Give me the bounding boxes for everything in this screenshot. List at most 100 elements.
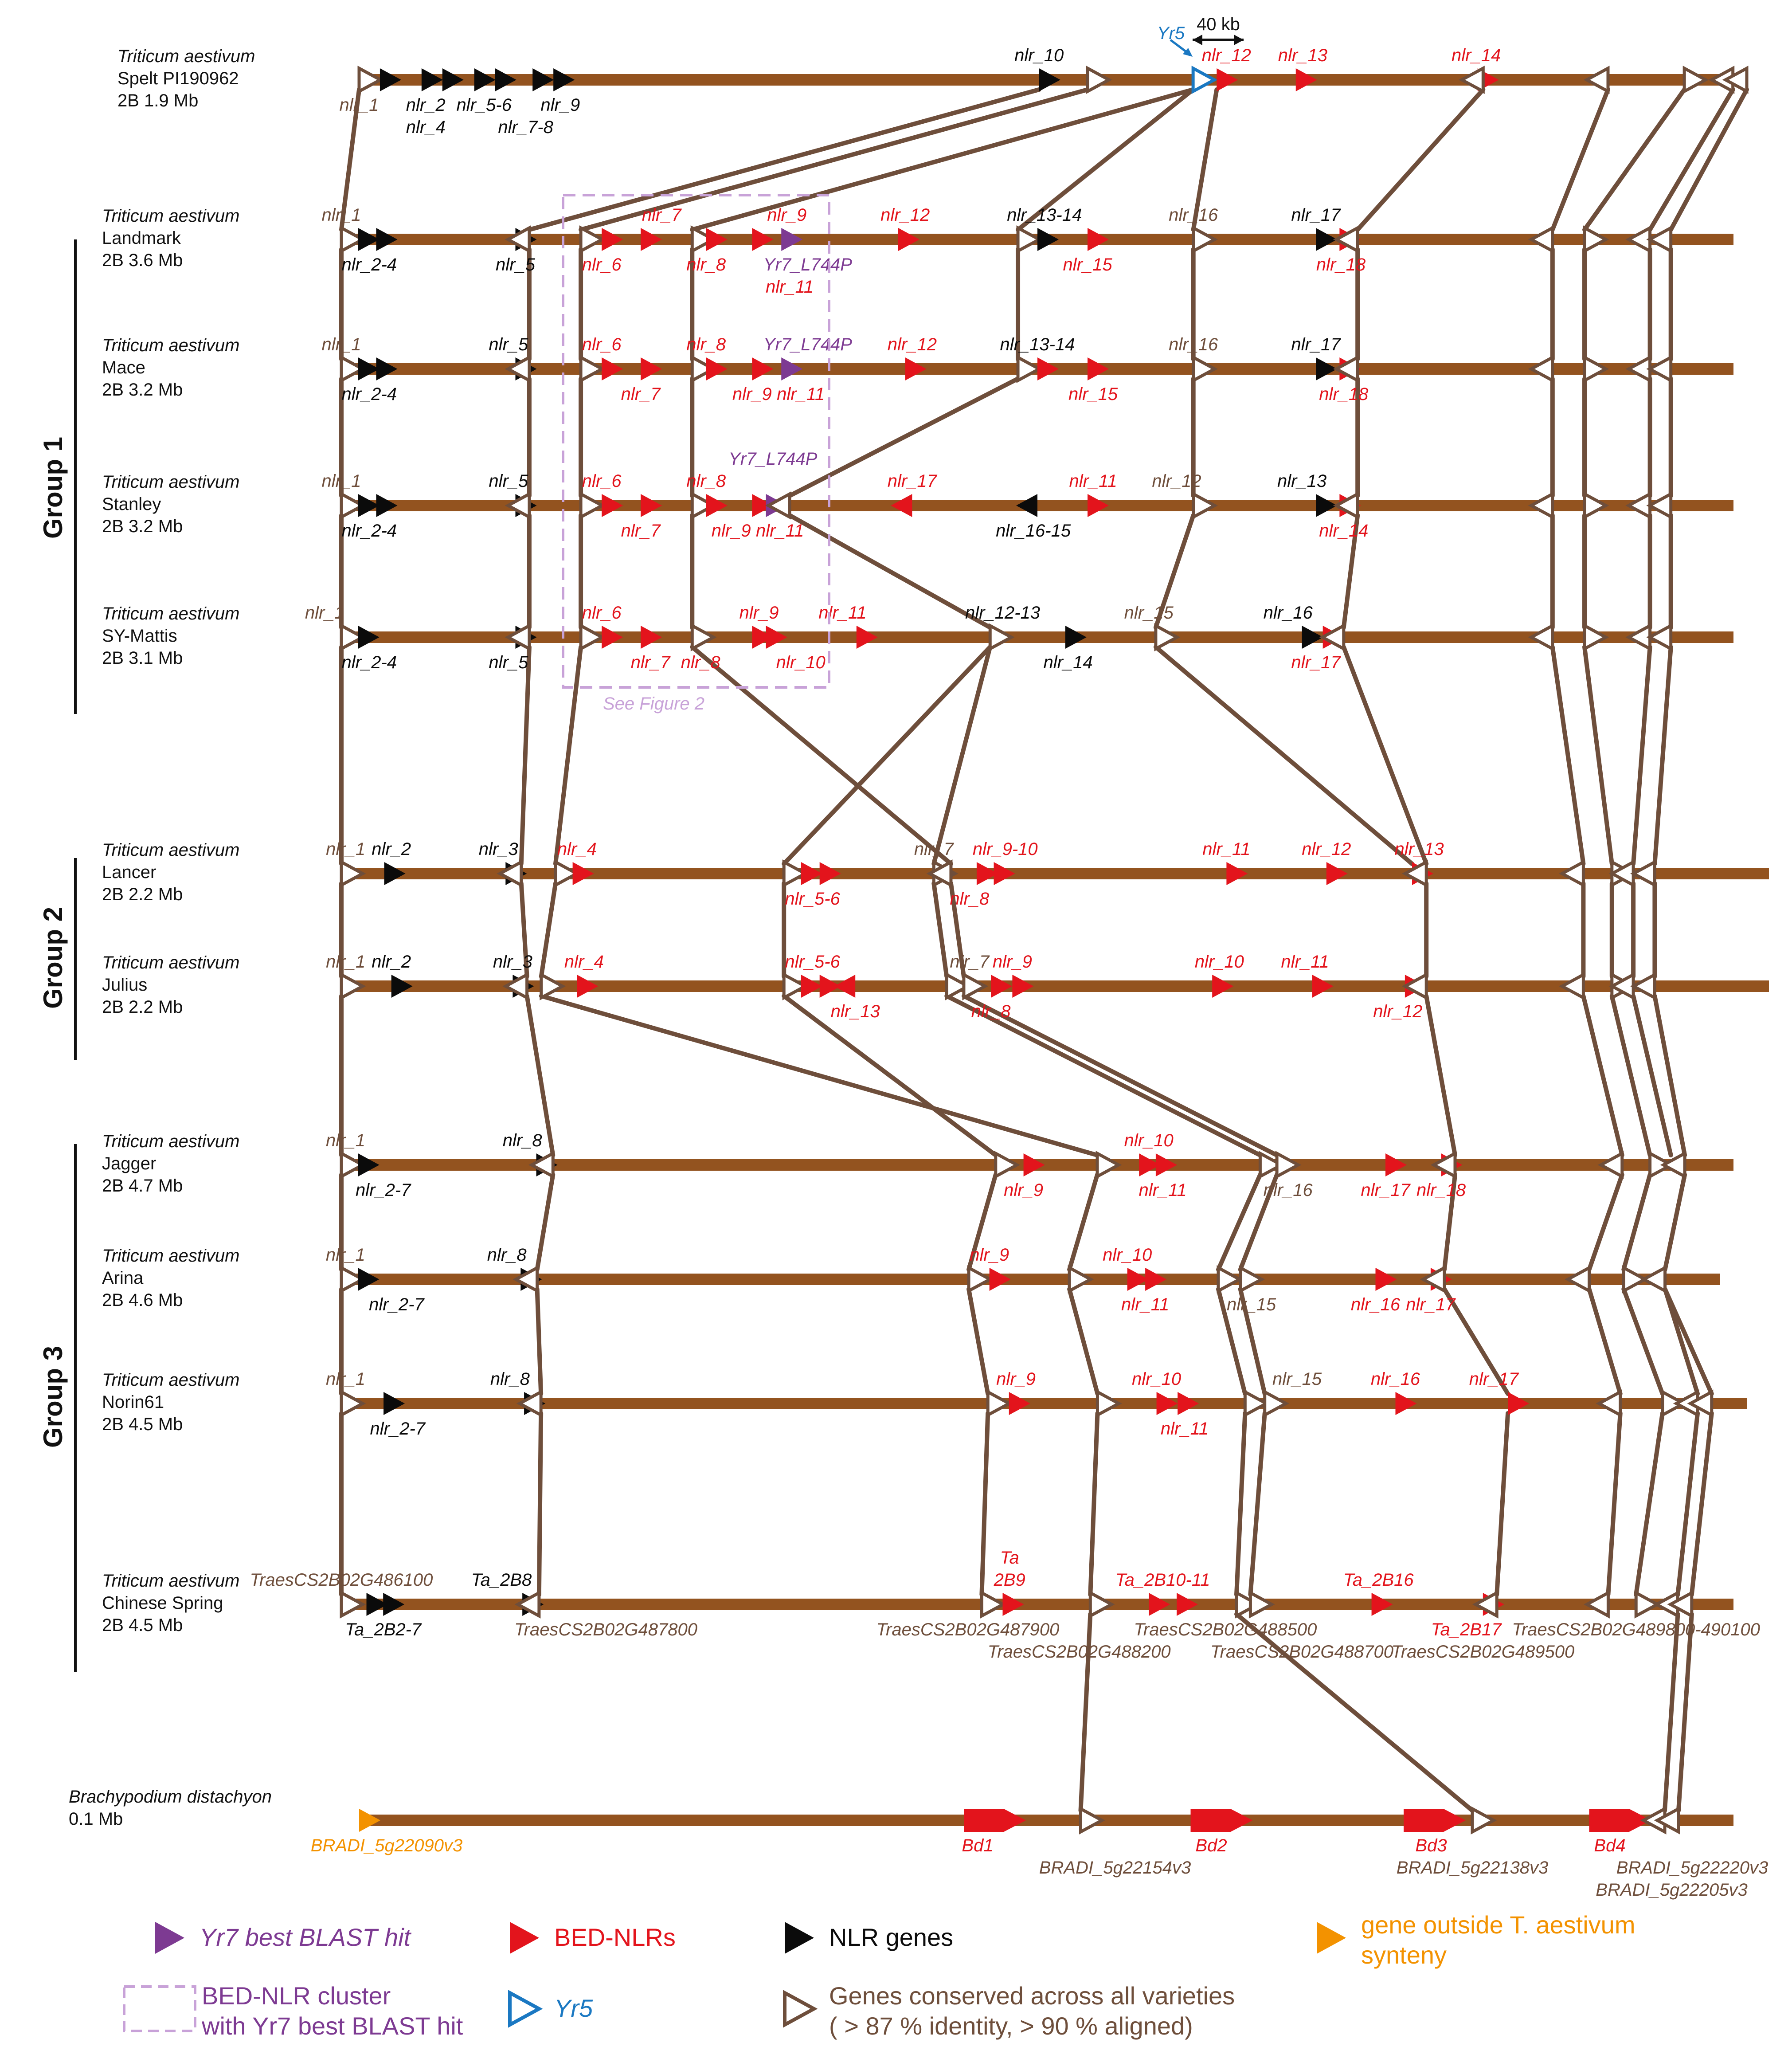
gene-label: nlr_1 (340, 95, 379, 115)
conserved-gene-marker (986, 1389, 1013, 1418)
legend-label: NLR genes (829, 1923, 953, 1951)
synteny-link (1587, 1287, 1623, 1396)
synteny-link (1442, 1287, 1510, 1396)
gene-label: nlr_2-4 (342, 653, 397, 672)
conserved-gene-marker (340, 1590, 366, 1619)
synteny-link (527, 87, 1041, 232)
species-name: Triticum aestivum (102, 840, 239, 860)
species-name: Triticum aestivum (102, 1246, 239, 1266)
conserved-gene-marker (1235, 1590, 1261, 1619)
conserved-gene-marker (1528, 491, 1554, 520)
gene-label: nlr_1 (326, 1131, 365, 1150)
conserved-gene-marker (1096, 1151, 1122, 1179)
gene-label: nlr_12 (888, 335, 937, 354)
gene-label: nlr_8 (950, 889, 990, 909)
gene-label: TraesCS2B02G487800 (514, 1620, 697, 1639)
scale-label: 40 kb (1197, 15, 1240, 34)
conserved-gene-marker (1420, 1265, 1446, 1294)
synteny-link (1631, 645, 1652, 866)
species-name: Brachypodium distachyon (69, 1787, 272, 1807)
gene-label: nlr_12 (1302, 839, 1351, 859)
gene-label: Yr7_L744P (728, 449, 817, 469)
nlr-gene-marker (366, 1593, 388, 1616)
conserved-gene-marker (1583, 355, 1609, 383)
synteny-link (1647, 87, 1735, 232)
synteny-link (539, 994, 1100, 1157)
gene-label: nlr_16 (1371, 1369, 1420, 1389)
gene-label: nlr_11 (777, 384, 825, 404)
synteny-link (1675, 1411, 1700, 1597)
gene-label: Ta_2B10-11 (1115, 1570, 1210, 1590)
gene-label: nlr_13-14 (1000, 335, 1075, 354)
conserved-gene-marker (579, 355, 606, 383)
gene-label: nlr_18 (1316, 255, 1366, 274)
synteny-link (1191, 87, 1219, 232)
conserved-gene-marker (765, 491, 791, 520)
bed-nlr-marker (1226, 862, 1248, 885)
gene-label: nlr_12 (880, 205, 930, 225)
gene-label: nlr_13 (1277, 471, 1326, 491)
legend-item-nlr: NLR genes (785, 1922, 953, 1954)
gene-label: nlr_5-6 (456, 95, 512, 115)
gene-label: nlr_8 (490, 1369, 530, 1389)
conserved-gene-marker (340, 859, 366, 888)
gene-label: nlr_7 (621, 521, 661, 541)
gene-label: nlr_16 (1264, 1180, 1313, 1200)
synteny-link (539, 881, 558, 979)
conserved-gene-marker (1088, 1590, 1115, 1619)
bed-nlr-marker (752, 228, 774, 251)
conserved-gene-marker (1239, 1265, 1265, 1294)
conserved-gene-marker (1646, 225, 1673, 254)
species-name: Triticum aestivum (117, 47, 255, 66)
bed-nlr-marker (819, 975, 841, 998)
gene-label: nlr_10 (1132, 1369, 1181, 1389)
gene-label: nlr_11 (1161, 1419, 1209, 1439)
chromosome-bar (359, 1815, 1733, 1826)
legend-label: Yr5 (554, 1994, 593, 2022)
conserved-gene-marker (1646, 491, 1673, 520)
legend-item-bed: BED-NLRs (510, 1922, 676, 1954)
conserved-gene-marker (1646, 623, 1673, 651)
synteny-link (1609, 994, 1652, 1157)
conserved-gene-marker (1528, 225, 1554, 254)
conserved-gene-marker (340, 225, 366, 254)
conserved-gene-marker (505, 623, 531, 651)
variety-name: Arina (102, 1268, 144, 1288)
gene-label: BRADI_5g22138v3 (1397, 1858, 1548, 1878)
gene-label: nlr_2-4 (342, 384, 397, 404)
bed-nlr-marker (1508, 1392, 1530, 1415)
gene-label: nlr_2-4 (342, 521, 397, 541)
variety-name: Stanley (102, 494, 161, 514)
gene-label: nlr_12-13 (965, 603, 1040, 623)
synteny-links (339, 87, 1749, 1813)
synteny-link (966, 1172, 998, 1272)
gene-label: nlr_7 (621, 384, 661, 404)
bed-nlr-marker (1395, 1392, 1417, 1415)
gene-label: nlr_11 (766, 277, 814, 297)
gene-label: nlr_8 (487, 1245, 527, 1265)
conserved-gene-marker (1667, 1590, 1694, 1619)
conserved-gene-marker (1471, 1806, 1497, 1835)
conserved-gene-marker (340, 1265, 366, 1294)
conserved-gene-marker (1583, 225, 1609, 254)
gene-label: nlr_7 (914, 839, 955, 859)
legend-item-yr5: Yr5 (508, 1990, 593, 2028)
nlr-gene-marker (1065, 626, 1087, 649)
region-size: 2B 2.2 Mb (102, 885, 183, 904)
synteny-link (979, 1411, 990, 1597)
nlr-gene-marker (358, 228, 380, 251)
variety-name: Lancer (102, 862, 156, 882)
scale-bar: 40 kb (1193, 15, 1244, 45)
yr5-pointer (1170, 39, 1193, 57)
bed-nlr-marker (706, 228, 728, 251)
gene-label: nlr_15 (1124, 603, 1174, 623)
species-name: Triticum aestivum (102, 1571, 239, 1591)
bed-nlr-marker (801, 862, 822, 885)
gene-label: nlr_4 (557, 839, 597, 859)
bed-nlr-marker (602, 626, 623, 649)
